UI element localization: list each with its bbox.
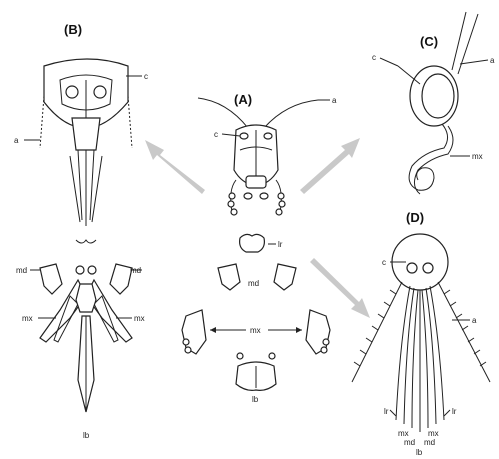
panel-d-md-right-label: md (424, 438, 435, 447)
panel-c-maxilla-label: mx (472, 152, 483, 161)
panel-d-mx-right-label: mx (428, 429, 439, 438)
panel-b: (B) c a md md mx mx (14, 22, 148, 440)
panel-b-md-right-label: md (130, 266, 141, 275)
panel-d-mx-left-label: mx (398, 429, 409, 438)
panel-a-maxillae-label: mx (250, 326, 261, 335)
panel-d: (D) c a lr lr mx (352, 210, 490, 457)
panel-a-clypeus-label: c (214, 130, 218, 139)
panel-d-md-left-label: md (404, 438, 415, 447)
panel-a: (A) a c lr md (182, 92, 337, 404)
panel-a-labrum-label: lr (278, 240, 283, 249)
panel-a-labium-label: lb (252, 395, 259, 404)
panel-c-title: (C) (420, 34, 438, 49)
panel-d-antenna-label: a (472, 316, 477, 325)
panel-b-labium-label: lb (83, 431, 90, 440)
panel-d-title: (D) (406, 210, 424, 225)
panel-b-antenna-label: a (14, 136, 19, 145)
arrow-to-b (145, 140, 205, 194)
panel-b-title: (B) (64, 22, 82, 37)
panel-c-antenna-label: a (490, 56, 495, 65)
panel-c: (C) a c mx (372, 12, 495, 194)
panel-b-mx-right-label: mx (134, 314, 145, 323)
panel-b-mx-left-label: mx (22, 314, 33, 323)
panel-d-lr-right-label: lr (452, 407, 457, 416)
panel-b-md-left-label: md (16, 266, 27, 275)
panel-c-clypeus-label: c (372, 53, 376, 62)
arrow-to-c (300, 138, 360, 194)
panel-d-labium-label: lb (416, 448, 423, 457)
arrow-to-d (310, 258, 370, 318)
panel-a-title: (A) (234, 92, 252, 107)
panel-d-clypeus-label: c (382, 258, 386, 267)
panel-a-antenna-label: a (332, 96, 337, 105)
panel-a-mandibles-label: md (248, 279, 259, 288)
panel-b-clypeus-label: c (144, 72, 148, 81)
panel-d-lr-left-label: lr (384, 407, 389, 416)
